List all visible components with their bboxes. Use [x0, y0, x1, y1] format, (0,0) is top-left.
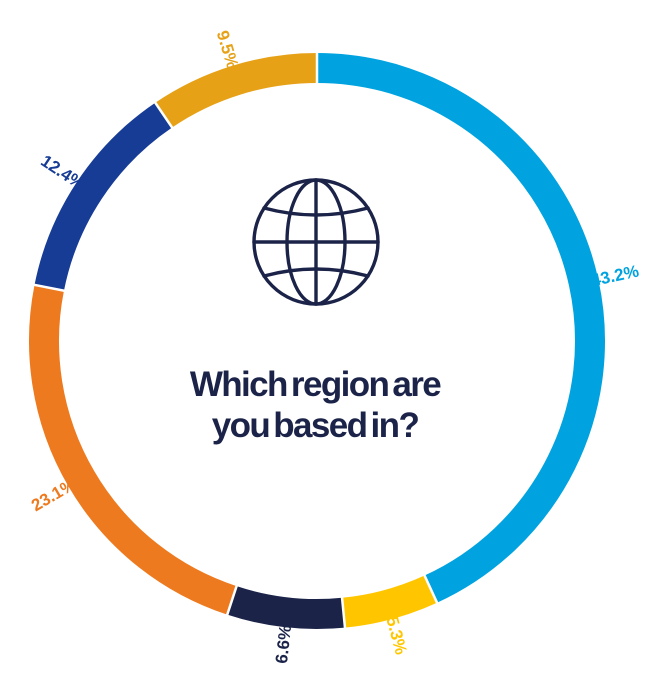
donut-slice-4	[29, 284, 237, 615]
donut-slices	[29, 52, 605, 629]
slice-label-5: 12.4%	[37, 151, 88, 193]
slice-labels: 43.2% 5.3% 6.6% 23.1% 12.4% 9.5%	[28, 28, 640, 664]
donut-slice-1	[316, 53, 605, 603]
slice-divider-4	[225, 584, 239, 616]
donut-slice-3	[227, 586, 345, 629]
slice-divider-2	[422, 574, 439, 605]
chart-title-line-1: Which region are	[189, 365, 442, 404]
chart-title-line-2: you based in?	[211, 406, 420, 445]
slice-label-1: 43.2%	[589, 261, 640, 290]
slice-divider-5	[33, 283, 66, 293]
globe-icon	[252, 178, 380, 306]
donut-slice-6	[155, 53, 318, 128]
slice-label-6: 9.5%	[213, 28, 243, 71]
slice-divider-6	[153, 101, 174, 130]
slice-label-2: 5.3%	[382, 614, 410, 656]
slice-label-3: 6.6%	[272, 624, 295, 665]
slice-divider-3	[340, 596, 347, 629]
slice-label-4: 23.1%	[28, 475, 79, 516]
donut-slice-2	[341, 575, 438, 628]
donut-slice-5	[34, 102, 173, 291]
